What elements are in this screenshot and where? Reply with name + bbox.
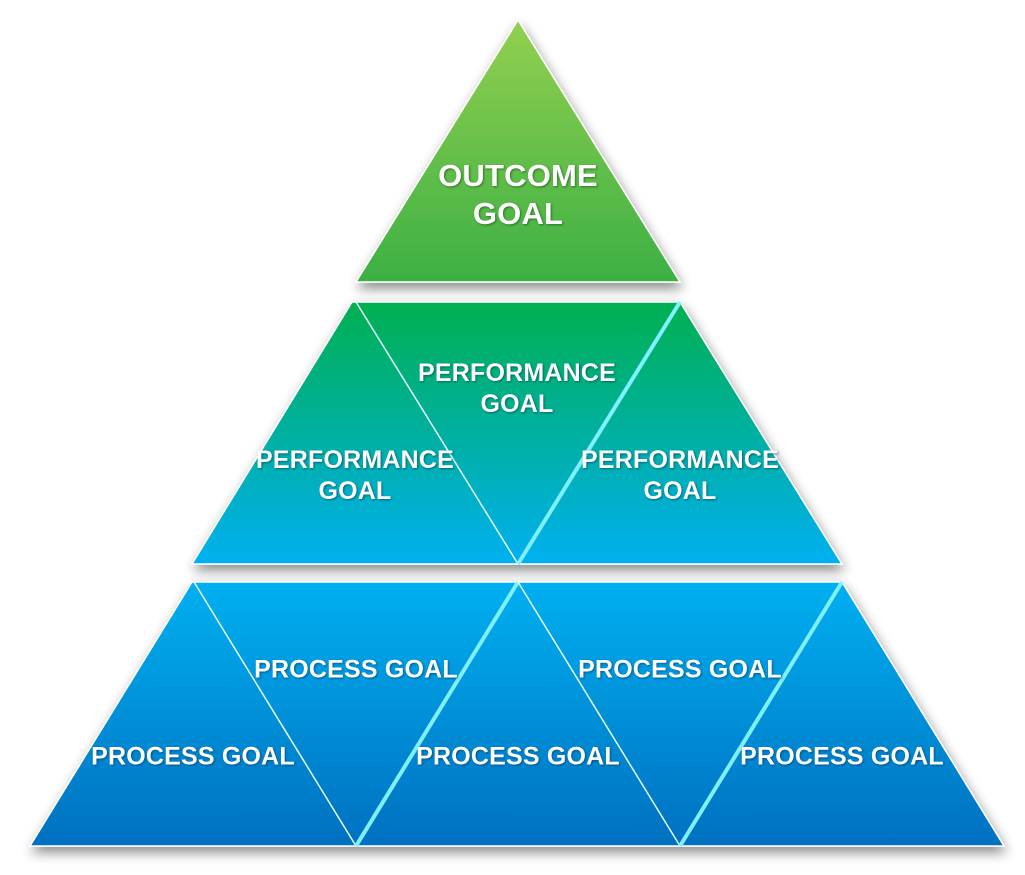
process-trapezoid (28, 581, 1006, 847)
performance-goal-line1: PERFORMANCE (580, 446, 780, 474)
outcome-goal-line2: GOAL (472, 196, 564, 231)
performance-trapezoid (190, 301, 844, 565)
process-goal-label-1: PROCESS GOAL (91, 742, 295, 771)
outcome-goal-label: OUTCOME GOAL (438, 157, 598, 233)
performance-goal-line2: GOAL (318, 477, 392, 505)
process-goal-label-5: PROCESS GOAL (740, 742, 944, 771)
performance-goal-label-left: PERFORMANCE GOAL (256, 445, 454, 507)
performance-goal-line1: PERFORMANCE (255, 446, 455, 474)
process-divider-2 (354, 580, 520, 848)
process-divider-4 (678, 580, 844, 848)
process-goal-label-4: PROCESS GOAL (578, 655, 782, 684)
performance-goal-label-right: PERFORMANCE GOAL (581, 445, 779, 507)
performance-divider-left (355, 301, 519, 565)
process-goal-label-2: PROCESS GOAL (254, 655, 458, 684)
performance-goal-line2: GOAL (643, 477, 717, 505)
process-divider-1 (193, 581, 357, 847)
process-divider-3 (517, 581, 681, 847)
performance-divider-right (516, 300, 682, 566)
process-goal-label-3: PROCESS GOAL (416, 742, 620, 771)
performance-goal-line1: PERFORMANCE (417, 359, 617, 387)
performance-goal-label-center: PERFORMANCE GOAL (418, 358, 616, 420)
performance-goal-line2: GOAL (480, 390, 554, 418)
outcome-triangle (354, 18, 682, 283)
outcome-goal-line1: OUTCOME (438, 158, 598, 193)
